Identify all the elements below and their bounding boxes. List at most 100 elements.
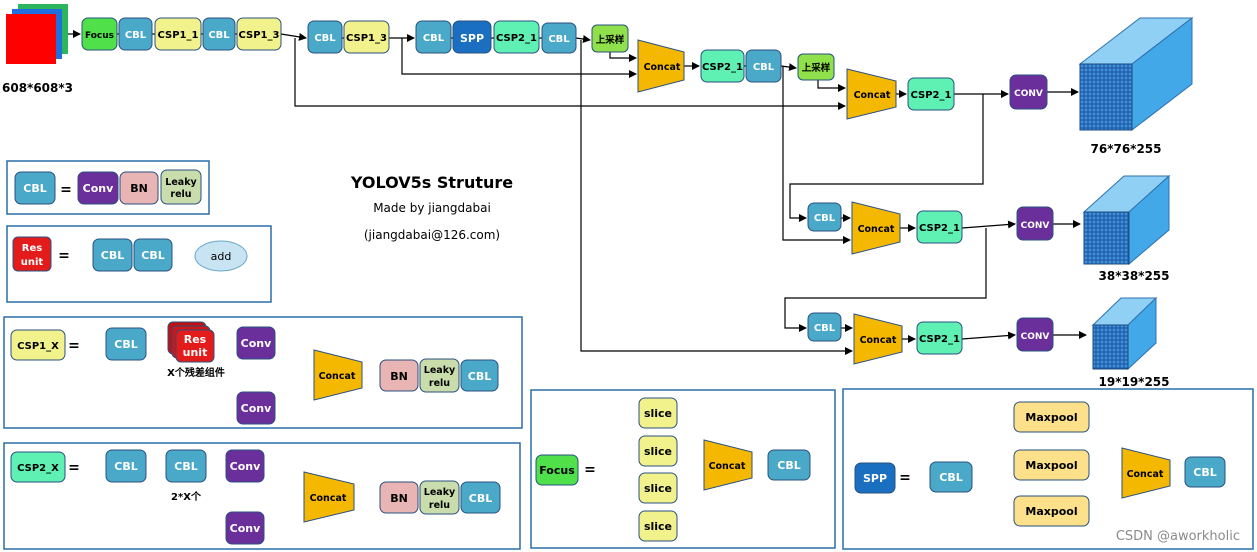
svg-text:Conv: Conv [230, 460, 261, 473]
svg-text:CSP2_X: CSP2_X [17, 463, 59, 474]
svg-text:Concat: Concat [860, 335, 897, 346]
csp2x-bn: BN [379, 481, 419, 514]
focus-block[interactable]: Focus [81, 17, 118, 51]
diagram-title: YOLOV5s Struture [350, 173, 513, 192]
svg-text:CBL: CBL [1193, 466, 1216, 479]
legend-res-unit: Res unit [12, 236, 52, 272]
csp1-1-block[interactable]: CSP1_1 [154, 17, 202, 51]
input-size-label: 608*608*3 [2, 81, 73, 95]
csp2-1-block[interactable]: CSP2_1 [700, 49, 745, 83]
csp1x-bn: BN [379, 359, 419, 392]
svg-text:Concat: Concat [319, 371, 356, 382]
svg-text:Concat: Concat [709, 461, 746, 472]
svg-text:CSP1_X: CSP1_X [17, 341, 59, 352]
svg-text:CSP2_1: CSP2_1 [919, 334, 960, 345]
svg-text:Maxpool: Maxpool [1025, 505, 1077, 518]
svg-text:Conv: Conv [241, 337, 272, 350]
output-cube-76 [1078, 16, 1194, 132]
legend-csp2-x: CSP2_X [10, 451, 66, 483]
csp1x-res-unit-stack: Res unit [167, 321, 215, 363]
svg-text:relu: relu [429, 378, 450, 389]
csp2-1-block[interactable]: CSP2_1 [493, 20, 540, 54]
legend-focus: Focus [535, 454, 579, 486]
slice-block: slice [638, 397, 678, 429]
svg-text:add: add [211, 250, 232, 263]
svg-text:Concat: Concat [644, 62, 681, 73]
author-line: Made by jiangdabai [373, 201, 491, 215]
res-add: add [194, 240, 248, 272]
concat-block[interactable]: Concat [851, 201, 901, 255]
svg-text:CBL: CBL [314, 33, 336, 44]
svg-text:CSP2_1: CSP2_1 [702, 62, 743, 73]
svg-text:CSP2_1: CSP2_1 [911, 90, 952, 101]
cbl-block[interactable]: CBL [118, 17, 153, 51]
equals-sign: = [58, 248, 70, 264]
input-image-stack [6, 4, 68, 64]
conv-block[interactable]: CONV [1016, 206, 1054, 241]
svg-text:SPP: SPP [460, 32, 484, 45]
svg-text:CBL: CBL [469, 492, 492, 505]
spp-cbl-end: CBL [1184, 456, 1226, 488]
upsample-block[interactable]: 上采样 [797, 53, 835, 81]
csp2x-leaky-relu: Leaky relu [419, 480, 460, 515]
maxpool-block: Maxpool [1013, 495, 1090, 527]
csp2x-cbl-1: CBL [105, 449, 147, 483]
csp2x-concat: Concat [303, 471, 355, 523]
csp2-1-block[interactable]: CSP2_1 [907, 77, 955, 111]
legend-spp: SPP [854, 462, 896, 494]
svg-text:Concat: Concat [858, 224, 895, 235]
res-cbl-1: CBL [92, 238, 133, 272]
watermark: CSDN @aworkholic [1116, 529, 1240, 544]
svg-text:Concat: Concat [1127, 469, 1164, 480]
svg-text:Focus: Focus [539, 464, 575, 477]
csp2-1-block[interactable]: CSP2_1 [916, 210, 963, 244]
cbl-block[interactable]: CBL [745, 49, 782, 83]
csp1x-leaky-relu: Leaky relu [419, 358, 460, 393]
svg-text:CONV: CONV [1021, 221, 1050, 231]
svg-text:Leaky: Leaky [424, 487, 456, 498]
csp1-3-block[interactable]: CSP1_3 [236, 17, 282, 51]
email-line: (jiangdabai@126.com) [364, 228, 500, 242]
svg-text:BN: BN [390, 492, 408, 505]
cbl-block[interactable]: CBL [307, 20, 343, 54]
cbl-block[interactable]: CBL [202, 17, 236, 51]
csp1x-cbl-end: CBL [460, 359, 499, 392]
conv-block[interactable]: CONV [1016, 317, 1054, 352]
csp1-3-block[interactable]: CSP1_3 [343, 20, 390, 54]
equals-sign: = [68, 338, 80, 354]
csp2x-cbl-end: CBL [460, 481, 501, 514]
csp2-1-block[interactable]: CSP2_1 [916, 321, 963, 355]
cbl-block[interactable]: CBL [807, 312, 842, 342]
spp-block[interactable]: SPP [452, 20, 492, 54]
upsample-block[interactable]: 上采样 [591, 24, 629, 53]
svg-text:SPP: SPP [863, 472, 887, 485]
conv-block[interactable]: CONV [1009, 74, 1048, 110]
cbl-block[interactable]: CBL [415, 20, 452, 54]
svg-text:BN: BN [130, 182, 148, 195]
svg-text:CSP1_3: CSP1_3 [239, 30, 280, 41]
svg-text:CBL: CBL [468, 370, 491, 383]
svg-text:Res: Res [22, 243, 42, 254]
svg-text:CBL: CBL [141, 249, 164, 262]
concat-block[interactable]: Concat [853, 313, 903, 365]
equals-sign: = [899, 470, 911, 486]
equals-sign: = [68, 460, 80, 476]
svg-text:CBL: CBL [939, 471, 962, 484]
concat-block[interactable]: Concat [846, 68, 897, 120]
legend-conv: Conv [77, 171, 119, 205]
cbl-block[interactable]: CBL [541, 22, 577, 54]
svg-text:CONV: CONV [1014, 89, 1043, 99]
svg-text:CBL: CBL [548, 34, 570, 45]
csp2x-conv-top: Conv [225, 449, 265, 483]
maxpool-block: Maxpool [1013, 449, 1090, 481]
legend-csp1-x: CSP1_X [10, 329, 66, 361]
svg-text:CBL: CBL [753, 62, 775, 73]
cbl-block[interactable]: CBL [807, 202, 842, 232]
svg-text:Res: Res [184, 333, 207, 346]
svg-text:CBL: CBL [814, 323, 836, 334]
concat-block[interactable]: Concat [637, 39, 685, 93]
output-size-19: 19*19*255 [1099, 375, 1170, 389]
svg-text:CBL: CBL [208, 30, 230, 41]
svg-text:Focus: Focus [85, 31, 114, 41]
